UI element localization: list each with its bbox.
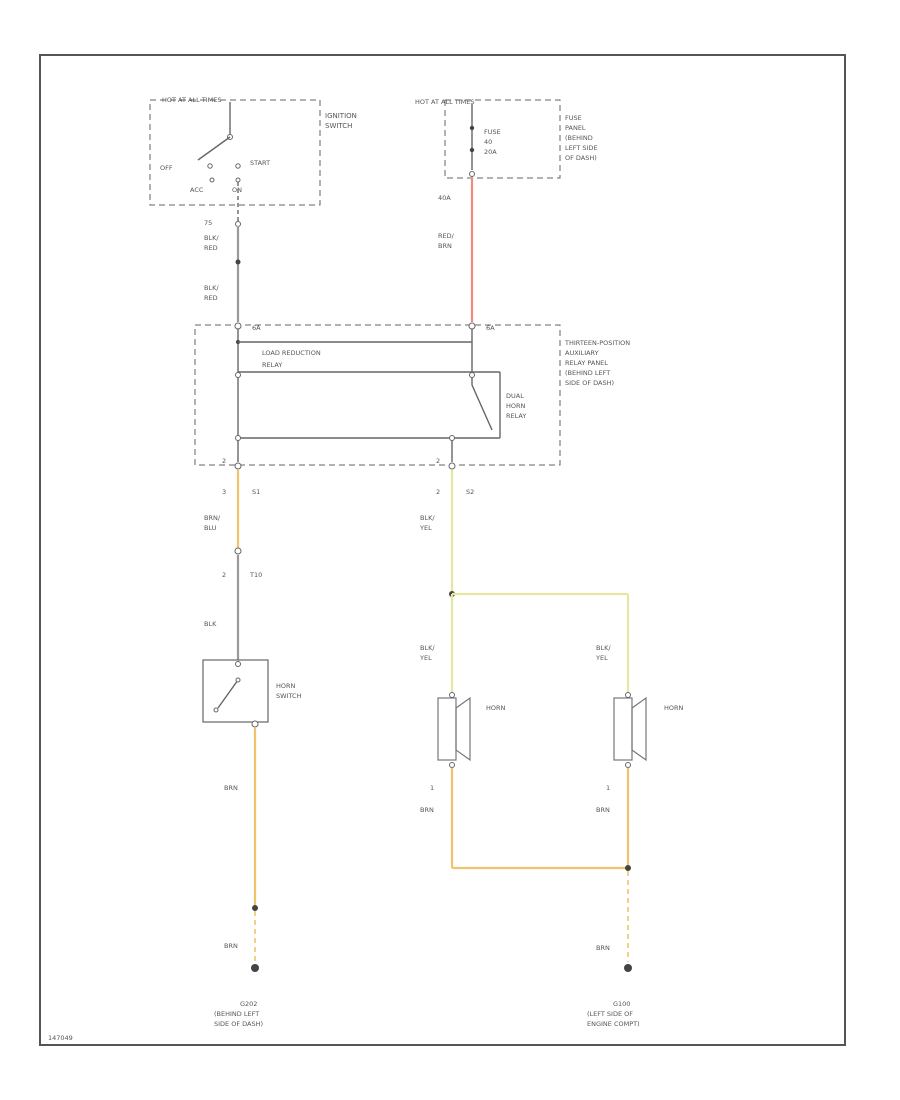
horn-a bbox=[437, 692, 471, 768]
horn-b-label: HORN bbox=[664, 704, 684, 712]
conn-right-pin: 2 bbox=[436, 488, 440, 496]
fuse-panel-l3: (BEHIND bbox=[565, 134, 593, 142]
wire-red-brn-2: BRN bbox=[438, 242, 452, 250]
wire-blk-red-a2: RED bbox=[204, 244, 218, 252]
wire-brn-blu-2: BLU bbox=[204, 524, 217, 532]
g202-l1: (BEHIND LEFT bbox=[214, 1010, 259, 1018]
relay-panel-l2: AUXILIARY bbox=[565, 349, 599, 357]
ignition-name-2: SWITCH bbox=[325, 122, 352, 130]
horn-a-wire-1: BLK/ bbox=[420, 644, 435, 652]
conn-left-pin: 3 bbox=[222, 488, 226, 496]
relay-panel-l1: THIRTEEN-POSITION bbox=[564, 339, 630, 347]
dual-relay-switch bbox=[471, 384, 493, 431]
horn-switch-box bbox=[202, 659, 269, 723]
ignition-start: START bbox=[250, 159, 270, 167]
wire-blk-label: BLK bbox=[204, 620, 217, 628]
relay-pin-left: 6A bbox=[252, 324, 261, 332]
ground-g100-point bbox=[624, 964, 632, 972]
fuse-l1: FUSE bbox=[484, 128, 501, 136]
relay-panel-box bbox=[194, 324, 561, 466]
dual-relay-l2: HORN bbox=[506, 402, 526, 410]
wire-brn-left-label: BRN bbox=[224, 784, 238, 792]
wire-brn-blu-1: BRN/ bbox=[204, 514, 221, 522]
g100-l2: ENGINE COMPT) bbox=[587, 1020, 640, 1028]
wire-brn-right-label: BRN bbox=[596, 944, 610, 952]
g100-id: G100 bbox=[613, 1000, 630, 1008]
fuse-panel-l1: FUSE bbox=[565, 114, 582, 122]
fuse-pin: 40A bbox=[438, 194, 451, 202]
horn-b bbox=[613, 692, 647, 768]
wire-brn-left-label-2: BRN bbox=[224, 942, 238, 950]
horn-switch-l1: HORN bbox=[276, 682, 296, 690]
relay-panel-l5: SIDE OF DASH) bbox=[565, 379, 614, 387]
g100-l1: (LEFT SIDE OF bbox=[587, 1010, 633, 1018]
ignition-switch-box bbox=[149, 99, 321, 206]
wire-blk-red-b1: BLK/ bbox=[204, 284, 219, 292]
ground-g202-point bbox=[251, 964, 259, 972]
fuse-l2: 40 bbox=[484, 138, 492, 146]
ignition-acc: ACC bbox=[190, 186, 204, 194]
wire-blk-yel-2: YEL bbox=[419, 524, 432, 532]
relay-pin-right: 6A bbox=[486, 324, 495, 332]
conn-right-name: S2 bbox=[466, 488, 474, 496]
fuse-header: HOT AT ALL TIMES bbox=[415, 98, 475, 106]
wire-blk-yel-1: BLK/ bbox=[420, 514, 435, 522]
footer-id: 147049 bbox=[48, 1034, 73, 1042]
wire-blk-red-a1: BLK/ bbox=[204, 234, 219, 242]
dual-relay-l1: DUAL bbox=[506, 392, 524, 400]
t-conn-pin: 2 bbox=[222, 571, 226, 579]
horn-switch-blade bbox=[217, 679, 239, 709]
ignition-name-1: IGNITION bbox=[325, 112, 357, 120]
g202-id: G202 bbox=[240, 1000, 257, 1008]
horn-b-wire-1: BLK/ bbox=[596, 644, 611, 652]
ignition-header: HOT AT ALL TIMES bbox=[162, 96, 222, 104]
horn-a-pin: 1 bbox=[430, 784, 434, 792]
fuse-l3: 20A bbox=[484, 148, 497, 156]
g202-l2: SIDE OF DASH) bbox=[214, 1020, 263, 1028]
load-relay-l2: RELAY bbox=[262, 361, 282, 369]
t-conn-name: T10 bbox=[249, 571, 262, 579]
horn-b-brn: BRN bbox=[596, 806, 610, 814]
horn-b-wire-2: YEL bbox=[595, 654, 608, 662]
relay-panel-l3: RELAY PANEL bbox=[565, 359, 608, 367]
diagram-frame bbox=[39, 54, 846, 1046]
ignition-pin: 75 bbox=[204, 219, 212, 227]
ignition-off: OFF bbox=[160, 164, 173, 172]
fuse-panel-box bbox=[444, 99, 561, 179]
fuse-panel-l5: OF DASH) bbox=[565, 154, 597, 162]
fuse-panel-l2: PANEL bbox=[565, 124, 586, 132]
horn-a-label: HORN bbox=[486, 704, 506, 712]
horn-a-wire-2: YEL bbox=[419, 654, 432, 662]
ignition-on: ON bbox=[232, 186, 242, 194]
horn-a-brn: BRN bbox=[420, 806, 434, 814]
wire-blk-red-b2: RED bbox=[204, 294, 218, 302]
horn-switch-l2: SWITCH bbox=[276, 692, 302, 700]
ignition-switch-blade bbox=[197, 136, 231, 161]
horn-b-pin: 1 bbox=[606, 784, 610, 792]
wire-red-brn-1: RED/ bbox=[438, 232, 455, 240]
fuse-panel-l4: LEFT SIDE bbox=[565, 144, 598, 152]
conn-left-name: S1 bbox=[252, 488, 260, 496]
dual-relay-l3: RELAY bbox=[506, 412, 526, 420]
relay-bot-pin-right: 2 bbox=[436, 457, 440, 465]
relay-panel-l4: (BEHIND LEFT bbox=[565, 369, 610, 377]
relay-bot-pin-left: 2 bbox=[222, 457, 226, 465]
load-relay-l1: LOAD REDUCTION bbox=[262, 349, 321, 357]
